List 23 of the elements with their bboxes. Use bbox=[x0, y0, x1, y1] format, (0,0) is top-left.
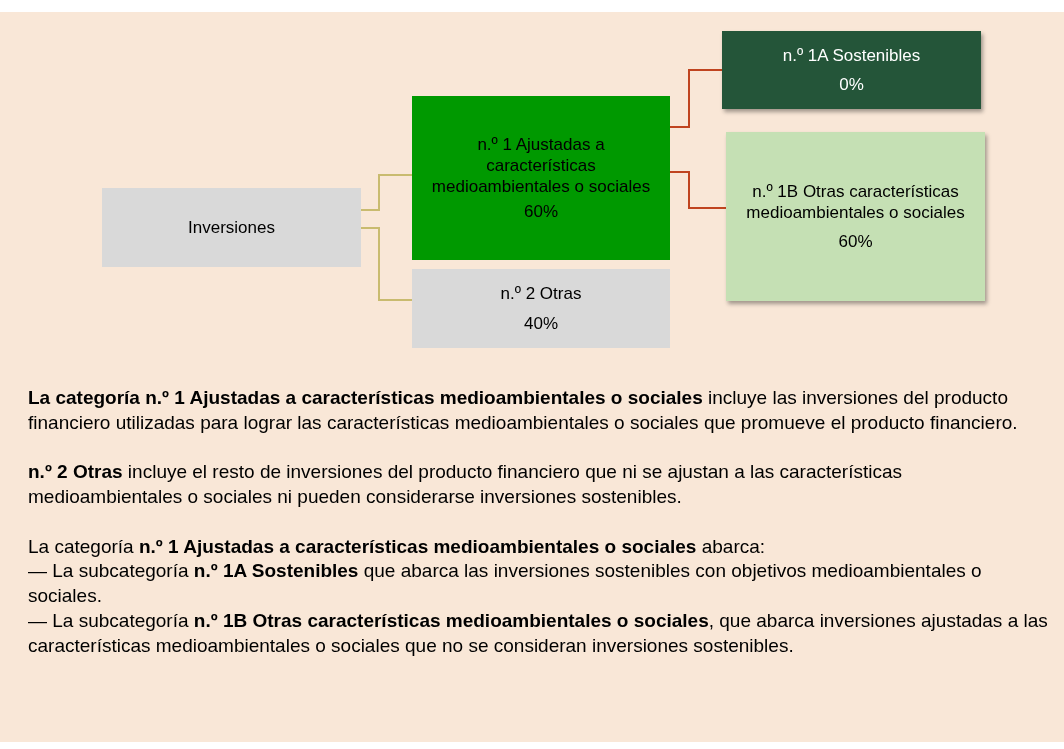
percentage: 0% bbox=[839, 74, 864, 96]
percentage: 60% bbox=[838, 231, 873, 253]
category-box bbox=[722, 31, 981, 109]
category-name: Inversiones bbox=[188, 216, 275, 239]
description-paragraph: n.º 2 Otras incluye el resto de inversiones del producto financiero que ni se ajustan a las características medioambientales o sociales ni pueden considerarse inversiones sostenibles. bbox=[28, 460, 904, 510]
category-box bbox=[412, 269, 670, 348]
category-name: n.º 1A Sostenibles bbox=[782, 44, 921, 66]
category-name: n.º 2 Otras bbox=[500, 283, 582, 305]
connector-line bbox=[669, 69, 723, 128]
description-paragraph: La categoría n.º 1 Ajustadas a características medioambientales o sociales abarca: bbox=[28, 534, 767, 559]
category-name: n.º 1B Otras características medioambientales o sociales bbox=[745, 180, 966, 224]
description-paragraph: — La subcategoría n.º 1A Sostenibles que abarca las inversiones sostenibles con objetivos medioambientales o sociales. bbox=[28, 559, 983, 609]
connector-line bbox=[360, 227, 413, 301]
connector-line bbox=[669, 171, 727, 209]
percentage: 60% bbox=[524, 201, 558, 223]
description-paragraph: — La subcategoría n.º 1B Otras características medioambientales o sociales, que abarca inversiones ajustadas a las características medioambientales o sociales que no se consideran inversiones sostenibles. bbox=[28, 608, 1049, 658]
connector-line bbox=[360, 174, 413, 211]
category-box bbox=[726, 132, 985, 301]
category-name: n.º 1 Ajustadas a características medioambientales o sociales bbox=[430, 133, 652, 198]
category-box bbox=[412, 96, 670, 260]
category-box bbox=[102, 188, 361, 267]
description-paragraph: La categoría n.º 1 Ajustadas a características medioambientales o sociales incluye las inversiones del producto financiero utilizadas para lograr las características medioambientales o sociales que promueve el producto financiero. bbox=[28, 386, 1019, 435]
percentage: 40% bbox=[524, 312, 558, 334]
